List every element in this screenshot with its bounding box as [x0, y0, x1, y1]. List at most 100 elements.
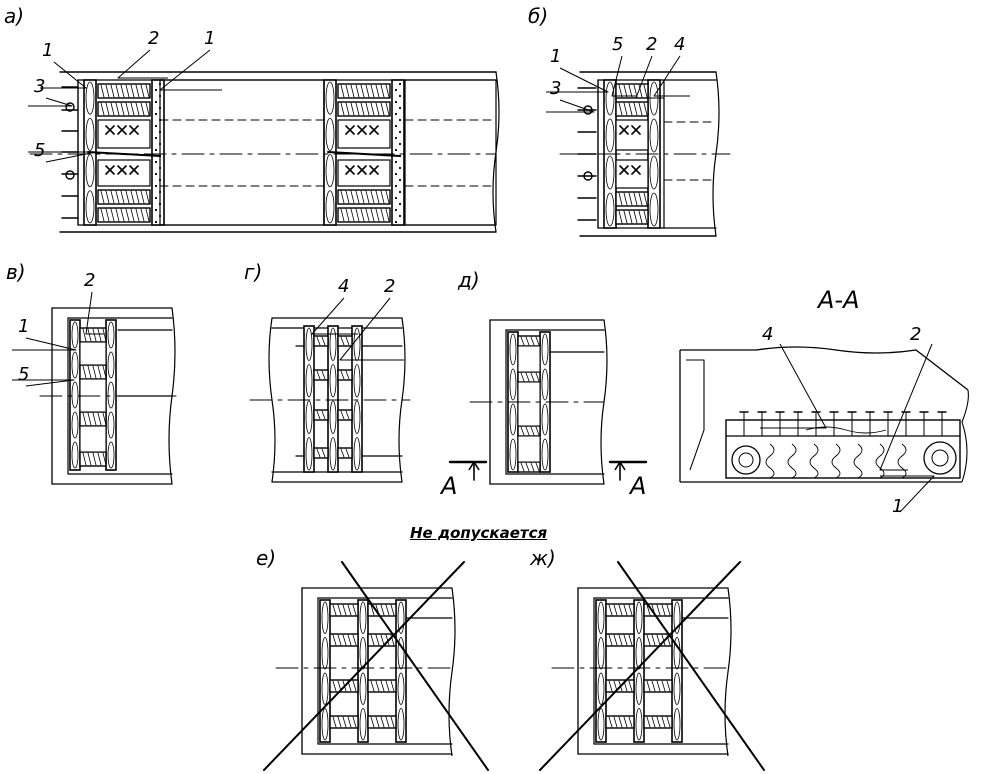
spacer-hatch [380, 604, 385, 616]
board-dot [394, 172, 398, 176]
spacer-hatch [380, 208, 385, 222]
callout-a-1: 1 [42, 40, 54, 61]
spacer-hatch [102, 452, 107, 466]
spacer-hatch [385, 84, 390, 98]
wood-grain [107, 411, 115, 439]
spacer-hatch [638, 84, 643, 98]
spacer-hatch [337, 716, 342, 728]
cargo-cell [79, 341, 107, 366]
spacer-hatch [92, 328, 97, 342]
figure-b [559, 71, 731, 237]
spacer-outline [329, 603, 359, 617]
spacer-hatch [643, 210, 648, 224]
spacer-hatch [82, 328, 87, 342]
spacer-hatch [92, 365, 97, 379]
spacer-hatch [638, 210, 643, 224]
vertical-board [151, 79, 165, 226]
spacer-bar [337, 369, 353, 381]
wood-grain [605, 192, 615, 227]
spacer-hatch [97, 452, 102, 466]
spacer-hatch [628, 680, 633, 692]
spacer-hatch [345, 190, 350, 204]
wood-grain [509, 403, 517, 436]
wood-grain [673, 672, 681, 705]
spacer-hatch [87, 365, 92, 379]
wood-grain [605, 118, 615, 153]
wood-grain [353, 364, 361, 398]
spacer-hatch [390, 716, 395, 728]
spacer-hatch [115, 208, 120, 222]
spacer-hatch [370, 208, 375, 222]
spacer-hatch [110, 190, 115, 204]
wood-grain [71, 411, 79, 439]
spacer-hatch [666, 716, 671, 728]
spacer-bar [313, 335, 329, 347]
strut-line [117, 125, 127, 135]
spacer-hatch [525, 426, 530, 436]
wood-grain [397, 601, 405, 634]
spacer-hatch [651, 680, 656, 692]
spacer-hatch [140, 102, 145, 116]
spacer-hatch [100, 208, 105, 222]
spacer-hatch [380, 102, 385, 116]
leader-line [28, 97, 73, 107]
spacer-hatch [135, 190, 140, 204]
spacer-hatch [628, 604, 633, 616]
board-outline [69, 319, 81, 471]
spacer-hatch [352, 634, 357, 646]
wood-grain [321, 601, 329, 634]
wood-grain [541, 403, 549, 436]
spacer-hatch [530, 426, 535, 436]
spacer-hatch [385, 680, 390, 692]
wood-grain [673, 601, 681, 634]
figure-label-a: а) [4, 4, 25, 28]
free-space [159, 79, 325, 226]
wood-grain [325, 190, 335, 224]
spacer-bar [605, 715, 635, 729]
figure-label-e: е) [256, 546, 277, 570]
spacer-hatch [347, 716, 352, 728]
spacer-hatch [661, 716, 666, 728]
callout-b-3: 3 [550, 78, 562, 99]
spacer-hatch [352, 604, 357, 616]
wood-grain [107, 321, 115, 349]
spacer-hatch [643, 192, 648, 206]
spacer-hatch [661, 680, 666, 692]
figure-label-v: в) [6, 260, 26, 284]
figure-label-d: д) [458, 268, 480, 292]
wood-grain [541, 438, 549, 471]
board-dot [154, 196, 158, 200]
spacer-hatch [350, 208, 355, 222]
spacer-hatch [332, 716, 337, 728]
board-dot [154, 208, 158, 212]
spacer-hatch [337, 604, 342, 616]
spacer-hatch [628, 192, 633, 206]
leader-line [635, 55, 664, 99]
spacer-hatch [140, 208, 145, 222]
spacer-hatch [345, 102, 350, 116]
spacer-bar [615, 209, 649, 225]
spacer-bar [79, 364, 107, 380]
spacer-bar [615, 191, 649, 207]
spacer-hatch [613, 604, 618, 616]
spacer-hatch [623, 716, 628, 728]
spacer-bar [517, 335, 541, 347]
spacer-outline [605, 633, 635, 647]
spacer-hatch [102, 412, 107, 426]
wood-grain [359, 672, 367, 705]
spacer-hatch [380, 84, 385, 98]
spacer-hatch [375, 716, 380, 728]
wood-grain [509, 438, 517, 471]
spacer-hatch [646, 634, 651, 646]
spacer-hatch [520, 372, 525, 382]
wood-grain [765, 443, 775, 479]
spacer-bar [313, 369, 329, 381]
spacer-hatch [623, 192, 628, 206]
board-outline [395, 599, 407, 743]
cross-out-line [341, 561, 489, 771]
board-outline [671, 599, 683, 743]
spacer-bar [517, 371, 541, 383]
spacer-hatch [342, 716, 347, 728]
board-dot [394, 88, 398, 92]
